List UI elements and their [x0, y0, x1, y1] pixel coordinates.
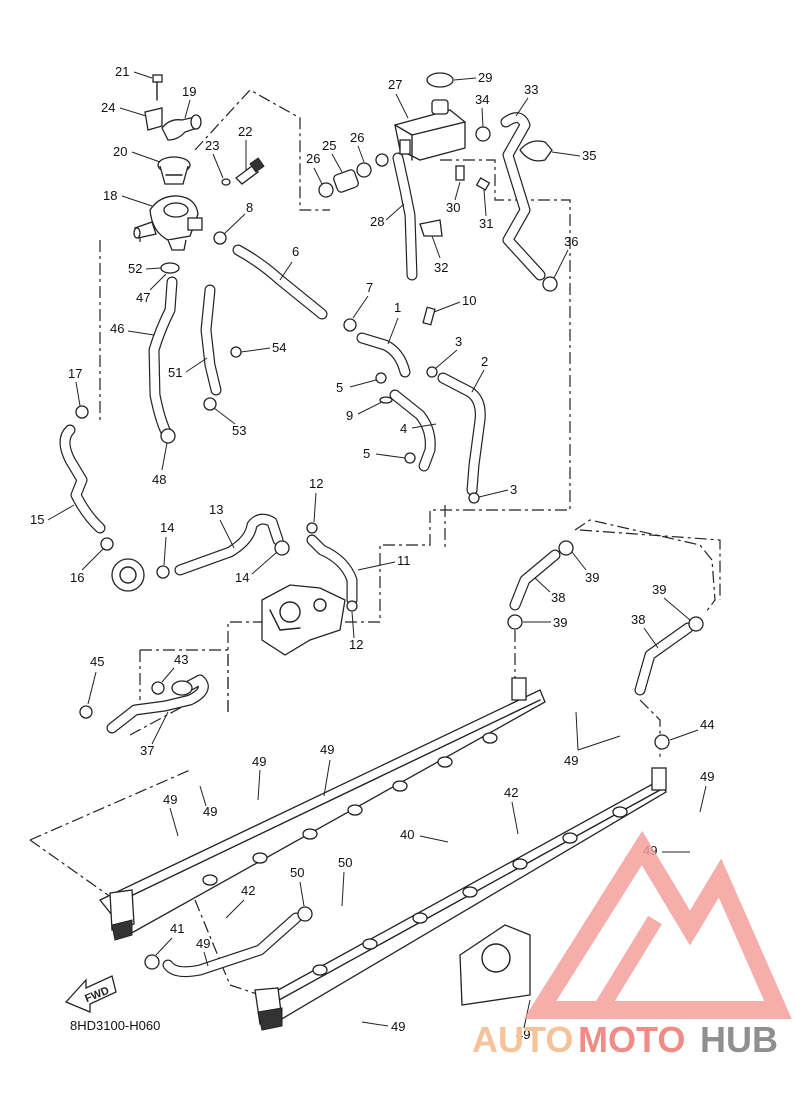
diagram-ref: 8HD3100-H060	[70, 1018, 160, 1033]
callouts: 21 19 24 20 23 22 18 8 52 47 46 51 54 53…	[30, 64, 714, 1042]
callout-7: 7	[366, 280, 373, 295]
watermark-hub: HUB	[700, 1019, 778, 1060]
callout-1: 1	[394, 300, 401, 315]
callout-42: 50	[290, 865, 304, 880]
callout-47: 47	[136, 290, 150, 305]
callout-18: 18	[103, 188, 117, 203]
callout-45: 43	[174, 652, 188, 667]
hoses	[59, 112, 694, 978]
callout-12: 12	[309, 476, 323, 491]
callout-38b: 38	[631, 612, 645, 627]
callout-49e: 49	[700, 769, 714, 784]
manifold-40	[254, 767, 667, 1031]
callout-4: 4	[400, 421, 407, 436]
callout-19: 19	[182, 84, 196, 99]
callout-14: 14	[160, 520, 174, 535]
callout-39d: 44	[700, 717, 714, 732]
callout-31: 31	[479, 216, 493, 231]
callout-2: 2	[481, 354, 488, 369]
callout-6: 6	[292, 244, 299, 259]
callout-46: 46	[110, 321, 124, 336]
callout-9: 9	[346, 408, 353, 423]
callout-49b: 49	[163, 792, 177, 807]
callout-30: 30	[446, 200, 460, 215]
callout-53: 53	[232, 423, 246, 438]
callout-8: 8	[246, 200, 253, 215]
watermark-moto: MOTO	[578, 1019, 685, 1060]
callout-35: 35	[582, 148, 596, 163]
callout-3b: 3	[510, 482, 517, 497]
callout-16: 16	[70, 570, 84, 585]
callout-5b: 5	[363, 446, 370, 461]
watermark-auto: AUTO	[472, 1019, 573, 1060]
callout-44: 45	[90, 654, 104, 669]
callout-49a: 49	[252, 754, 266, 769]
callout-3: 3	[455, 334, 462, 349]
watermark-text: AUTO MOTO HUB	[472, 1019, 778, 1060]
callout-54: 54	[272, 340, 286, 355]
callout-15: 15	[30, 512, 44, 527]
callout-40: 42	[504, 785, 518, 800]
callout-43: 37	[140, 743, 154, 758]
reservoir-tank	[394, 72, 466, 161]
callout-28: 28	[370, 214, 384, 229]
callout-23: 23	[205, 138, 219, 153]
callout-34: 34	[475, 92, 489, 107]
clamps	[75, 126, 704, 970]
callout-22: 22	[238, 124, 252, 139]
manifold-37	[98, 677, 546, 941]
thermostat-group	[133, 74, 265, 274]
callout-26: 26	[350, 130, 364, 145]
callout-25: 25	[322, 138, 336, 153]
callout-29: 29	[478, 70, 492, 85]
callout-32: 32	[434, 260, 448, 275]
callout-49h: 49	[391, 1019, 405, 1034]
callout-49i: 49	[516, 1027, 530, 1042]
callout-48: 48	[152, 472, 166, 487]
callout-37: 49	[320, 742, 334, 757]
callout-52: 52	[128, 261, 142, 276]
callout-14b: 14	[235, 570, 249, 585]
callout-12b: 12	[349, 637, 363, 652]
callout-36: 36	[564, 234, 578, 249]
callout-41: 49	[196, 936, 210, 951]
callout-38: 38	[551, 590, 565, 605]
callout-49c: 49	[203, 804, 217, 819]
callout-5: 5	[336, 380, 343, 395]
callout-26b: 26	[306, 151, 320, 166]
callout-50: 50	[338, 855, 352, 870]
callout-49g: 40	[400, 827, 414, 842]
callout-27: 27	[388, 77, 402, 92]
callout-33: 33	[524, 82, 538, 97]
callout-42b: 41	[170, 921, 184, 936]
callout-50b: 42	[241, 883, 255, 898]
callout-11: 11	[397, 553, 411, 568]
pipe-dashed	[574, 519, 716, 613]
callout-39b: 39	[553, 615, 567, 630]
water-pump	[111, 558, 346, 656]
callout-17: 17	[68, 366, 82, 381]
callout-49d: 49	[564, 753, 578, 768]
callout-24: 24	[101, 100, 115, 115]
callout-10: 10	[462, 293, 476, 308]
callout-51: 51	[168, 365, 182, 380]
callout-39c: 39	[652, 582, 666, 597]
callout-13: 13	[209, 502, 223, 517]
callout-21: 21	[115, 64, 129, 79]
watermark-logo	[523, 830, 792, 1019]
callout-20: 20	[113, 144, 127, 159]
callout-39: 39	[585, 570, 599, 585]
fwd-arrow: FWD	[64, 975, 117, 1013]
